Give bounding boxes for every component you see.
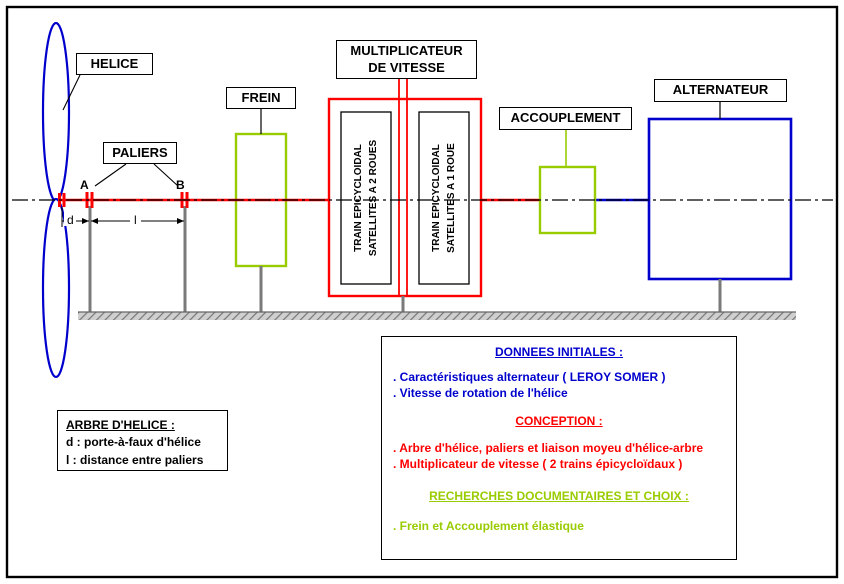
alternateur-label-box: ALTERNATEUR: [654, 79, 787, 102]
palier-a-mark-2: [90, 192, 94, 208]
frein-label-box: FREIN: [226, 87, 296, 109]
legend-recherches-title: RECHERCHES DOCUMENTAIRES ET CHOIX :: [429, 489, 689, 503]
ground-hatch: [78, 312, 796, 320]
frein-label: FREIN: [241, 89, 281, 105]
legend-conception-title: CONCEPTION :: [515, 414, 603, 428]
train-2-roues-box: [340, 111, 392, 285]
helice-label: HELICE: [90, 55, 139, 71]
page-border: [5, 5, 839, 579]
legend-donnees-item-2: . Vitesse de rotation de l'hélice: [393, 386, 568, 400]
helice-label-box: HELICE: [76, 53, 153, 75]
alternateur-label: ALTERNATEUR: [672, 82, 769, 98]
legend-recherches-item-1: . Frein et Accouplement élastique: [393, 519, 584, 533]
alternateur-body: [647, 117, 793, 281]
dim-l-arrow-right: [177, 218, 184, 224]
train-1-roue-line2: SATELLITES A 1 ROUE: [446, 143, 457, 253]
leader-palier-a: [94, 163, 127, 187]
legend-conception-item-2: . Multiplicateur de vitesse ( 2 trains é…: [393, 457, 683, 471]
palier-b-letter: B: [176, 178, 185, 192]
leader-helice: [62, 74, 81, 111]
dim-d-label: d: [67, 213, 74, 227]
multiplicateur-label-line2: DE VITESSE: [368, 59, 445, 75]
leader-palier-b: [153, 163, 179, 187]
multiplicateur-label-box: MULTIPLICATEUR DE VITESSE: [336, 40, 477, 79]
dim-l-label-bg: [130, 212, 141, 226]
accouplement-label: ACCOUPLEMENT: [510, 110, 621, 126]
train-2-roues-line1: TRAIN EPICYCLOIDAL: [353, 144, 364, 252]
dim-d-label-bg: [64, 212, 76, 226]
paliers-label: PALIERS: [112, 144, 168, 160]
dim-l-label: l: [134, 213, 137, 227]
legend-donnees-item-1: . Caractéristiques alternateur ( LEROY S…: [393, 370, 666, 384]
multiplicateur-label-line1: MULTIPLICATEUR: [350, 43, 463, 59]
arbre-helice-note-line2: l : distance entre paliers: [66, 452, 204, 467]
arbre-helice-note-box: ARBRE D'HELICE : d : porte-à-faux d'héli…: [57, 410, 228, 471]
train-1-roue-box: [418, 111, 470, 285]
palier-a-letter: A: [80, 178, 89, 192]
legend-box: DONNEES INITIALES : . Caractéristiques a…: [381, 336, 737, 560]
multiplicateur-label: MULTIPLICATEUR DE VITESSE: [350, 43, 462, 76]
paliers-label-box: PALIERS: [103, 142, 177, 164]
arbre-helice-note-title: ARBRE D'HELICE :: [66, 418, 175, 432]
train-1-roue-text-area: TRAIN EPICYCLOIDAL SATELLITES A 1 ROUE: [419, 112, 469, 284]
train-2-roues-text-area: TRAIN EPICYCLOIDAL SATELLITES A 2 ROUES: [341, 112, 391, 284]
dim-d-arrow-right: [82, 218, 89, 224]
dim-l-arrow-left: [91, 218, 98, 224]
legend-donnees-title: DONNEES INITIALES :: [494, 345, 623, 359]
arbre-helice-note-line1: d : porte-à-faux d'hélice: [66, 435, 201, 450]
accouplement-label-box: ACCOUPLEMENT: [499, 107, 632, 130]
helice-blade-bottom: [41, 197, 71, 379]
helice-blade-top: [41, 21, 71, 203]
hub-flange-mark-2: [62, 193, 66, 207]
legend-conception-item-1: . Arbre d'hélice, paliers et liaison moy…: [393, 441, 704, 455]
train-2-roues-line2: SATELLITES A 2 ROUES: [368, 139, 379, 257]
train-2-roues-text: TRAIN EPICYCLOIDAL SATELLITES A 2 ROUES: [341, 112, 391, 284]
train-1-roue-line1: TRAIN EPICYCLOIDAL: [431, 144, 442, 252]
train-1-roue-text: TRAIN EPICYCLOIDAL SATELLITES A 1 ROUE: [419, 112, 469, 284]
